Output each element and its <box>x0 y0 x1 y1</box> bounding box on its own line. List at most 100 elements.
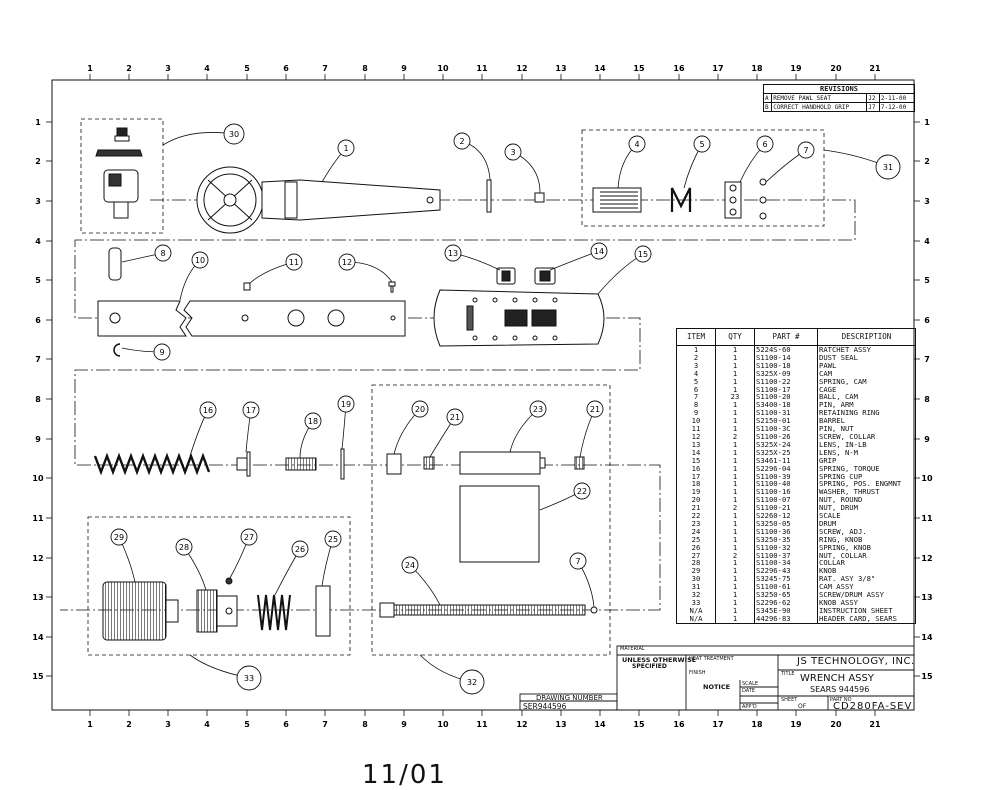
qty-cell: 1 <box>715 409 755 418</box>
svg-text:9: 9 <box>401 64 407 73</box>
svg-text:16: 16 <box>203 406 213 415</box>
qty-cell: 1 <box>715 377 755 386</box>
description-cell: SCALE <box>817 512 916 520</box>
svg-text:4: 4 <box>204 720 210 729</box>
description-cell: BALL, CAM <box>817 393 916 402</box>
item-cell: 22 <box>676 512 716 520</box>
part-number-cell: S2296-62 <box>754 599 818 607</box>
part-30-ratchet-3-8 <box>95 127 143 219</box>
qty-cell: 1 <box>715 464 755 473</box>
svg-text:15: 15 <box>633 64 645 73</box>
svg-text:21: 21 <box>590 405 600 414</box>
part-number-cell: S3400-18 <box>754 401 818 410</box>
svg-text:20: 20 <box>830 720 842 729</box>
item-cell: 12 <box>676 432 716 441</box>
item-cell: 7 <box>676 393 716 402</box>
svg-text:7: 7 <box>803 146 808 155</box>
qty-cell: 1 <box>715 472 755 481</box>
svg-text:19: 19 <box>790 64 802 73</box>
qty-cell: 23 <box>715 393 755 402</box>
description-cell: SCREW/DRUM ASSY <box>817 591 916 599</box>
revision-desc: REMOVE PAWL SEAT <box>771 93 868 103</box>
revision-letter: A <box>762 93 773 103</box>
qty-cell: 1 <box>715 591 755 599</box>
description-cell: SCREW, COLLAR <box>817 432 916 441</box>
svg-text:4: 4 <box>35 237 41 246</box>
part-18-spring-pos <box>285 457 317 471</box>
parts-list-header: ITEM QTY PART # DESCRIPTION <box>676 328 916 346</box>
qty-cell: 2 <box>715 504 755 513</box>
item-cell: 20 <box>676 496 716 505</box>
part-no-label: PART NO <box>830 697 852 703</box>
qty-cell: 1 <box>715 417 755 426</box>
qty-cell: 2 <box>715 432 755 441</box>
appd-label: APP'D <box>742 704 757 710</box>
svg-text:2: 2 <box>35 157 41 166</box>
qty-cell: 1 <box>715 527 755 536</box>
part-number-cell: S1100-32 <box>754 543 818 552</box>
svg-text:7: 7 <box>322 720 328 729</box>
svg-text:10: 10 <box>32 474 44 483</box>
qty-cell: 1 <box>715 425 755 433</box>
item-cell: 29 <box>676 567 716 576</box>
qty-cell: 1 <box>715 401 755 410</box>
item-cell: 24 <box>676 527 716 536</box>
svg-text:17: 17 <box>246 406 256 415</box>
svg-text:3: 3 <box>165 720 171 729</box>
svg-text:1: 1 <box>343 144 348 153</box>
item-cell: 4 <box>676 369 716 378</box>
item-cell: 2 <box>676 353 716 362</box>
revision-date: 2-11-00 <box>878 93 916 103</box>
svg-text:33: 33 <box>244 674 254 683</box>
item-cell: 9 <box>676 409 716 418</box>
part-5-spring-cam <box>670 187 692 212</box>
description-cell: SPRING CUP <box>817 472 916 481</box>
item-cell: 10 <box>676 417 716 426</box>
svg-text:13: 13 <box>555 720 566 729</box>
item-cell: 11 <box>676 425 716 433</box>
qty-cell: 1 <box>715 606 755 615</box>
item-cell: 32 <box>676 591 716 599</box>
svg-text:13: 13 <box>921 593 932 602</box>
col-part-header: PART # <box>754 328 818 346</box>
svg-text:5: 5 <box>35 276 41 285</box>
svg-text:1: 1 <box>924 118 930 127</box>
item-cell: 1 <box>676 345 716 354</box>
svg-text:21: 21 <box>450 413 460 422</box>
svg-text:19: 19 <box>790 720 802 729</box>
part-number-cell: S1100-36 <box>754 527 818 536</box>
svg-text:15: 15 <box>921 672 933 681</box>
svg-text:1: 1 <box>35 118 41 127</box>
part-15-grip <box>433 289 605 347</box>
svg-text:3: 3 <box>924 197 930 206</box>
part-number-cell: S1100-17 <box>754 385 818 394</box>
description-cell: RAT. ASY 3/8" <box>817 575 916 584</box>
description-cell: COLLAR <box>817 559 916 568</box>
qty-cell: 1 <box>715 369 755 378</box>
svg-text:14: 14 <box>594 247 604 256</box>
item-cell: 31 <box>676 583 716 592</box>
description-cell: KNOB <box>817 567 916 576</box>
svg-text:12: 12 <box>32 554 43 563</box>
revision-row: A REMOVE PAWL SEAT J2 2-11-00 <box>762 93 916 103</box>
svg-text:7: 7 <box>924 355 930 364</box>
part-number-cell: S1100-16 <box>754 488 818 497</box>
svg-text:19: 19 <box>341 400 351 409</box>
part-number-cell: S1100-39 <box>754 472 818 481</box>
svg-text:8: 8 <box>924 395 930 404</box>
part-29-knob <box>102 581 179 641</box>
svg-text:3: 3 <box>510 148 515 157</box>
material-label: MATERIAL <box>620 646 645 652</box>
svg-text:13: 13 <box>448 249 458 258</box>
svg-text:7: 7 <box>322 64 328 73</box>
